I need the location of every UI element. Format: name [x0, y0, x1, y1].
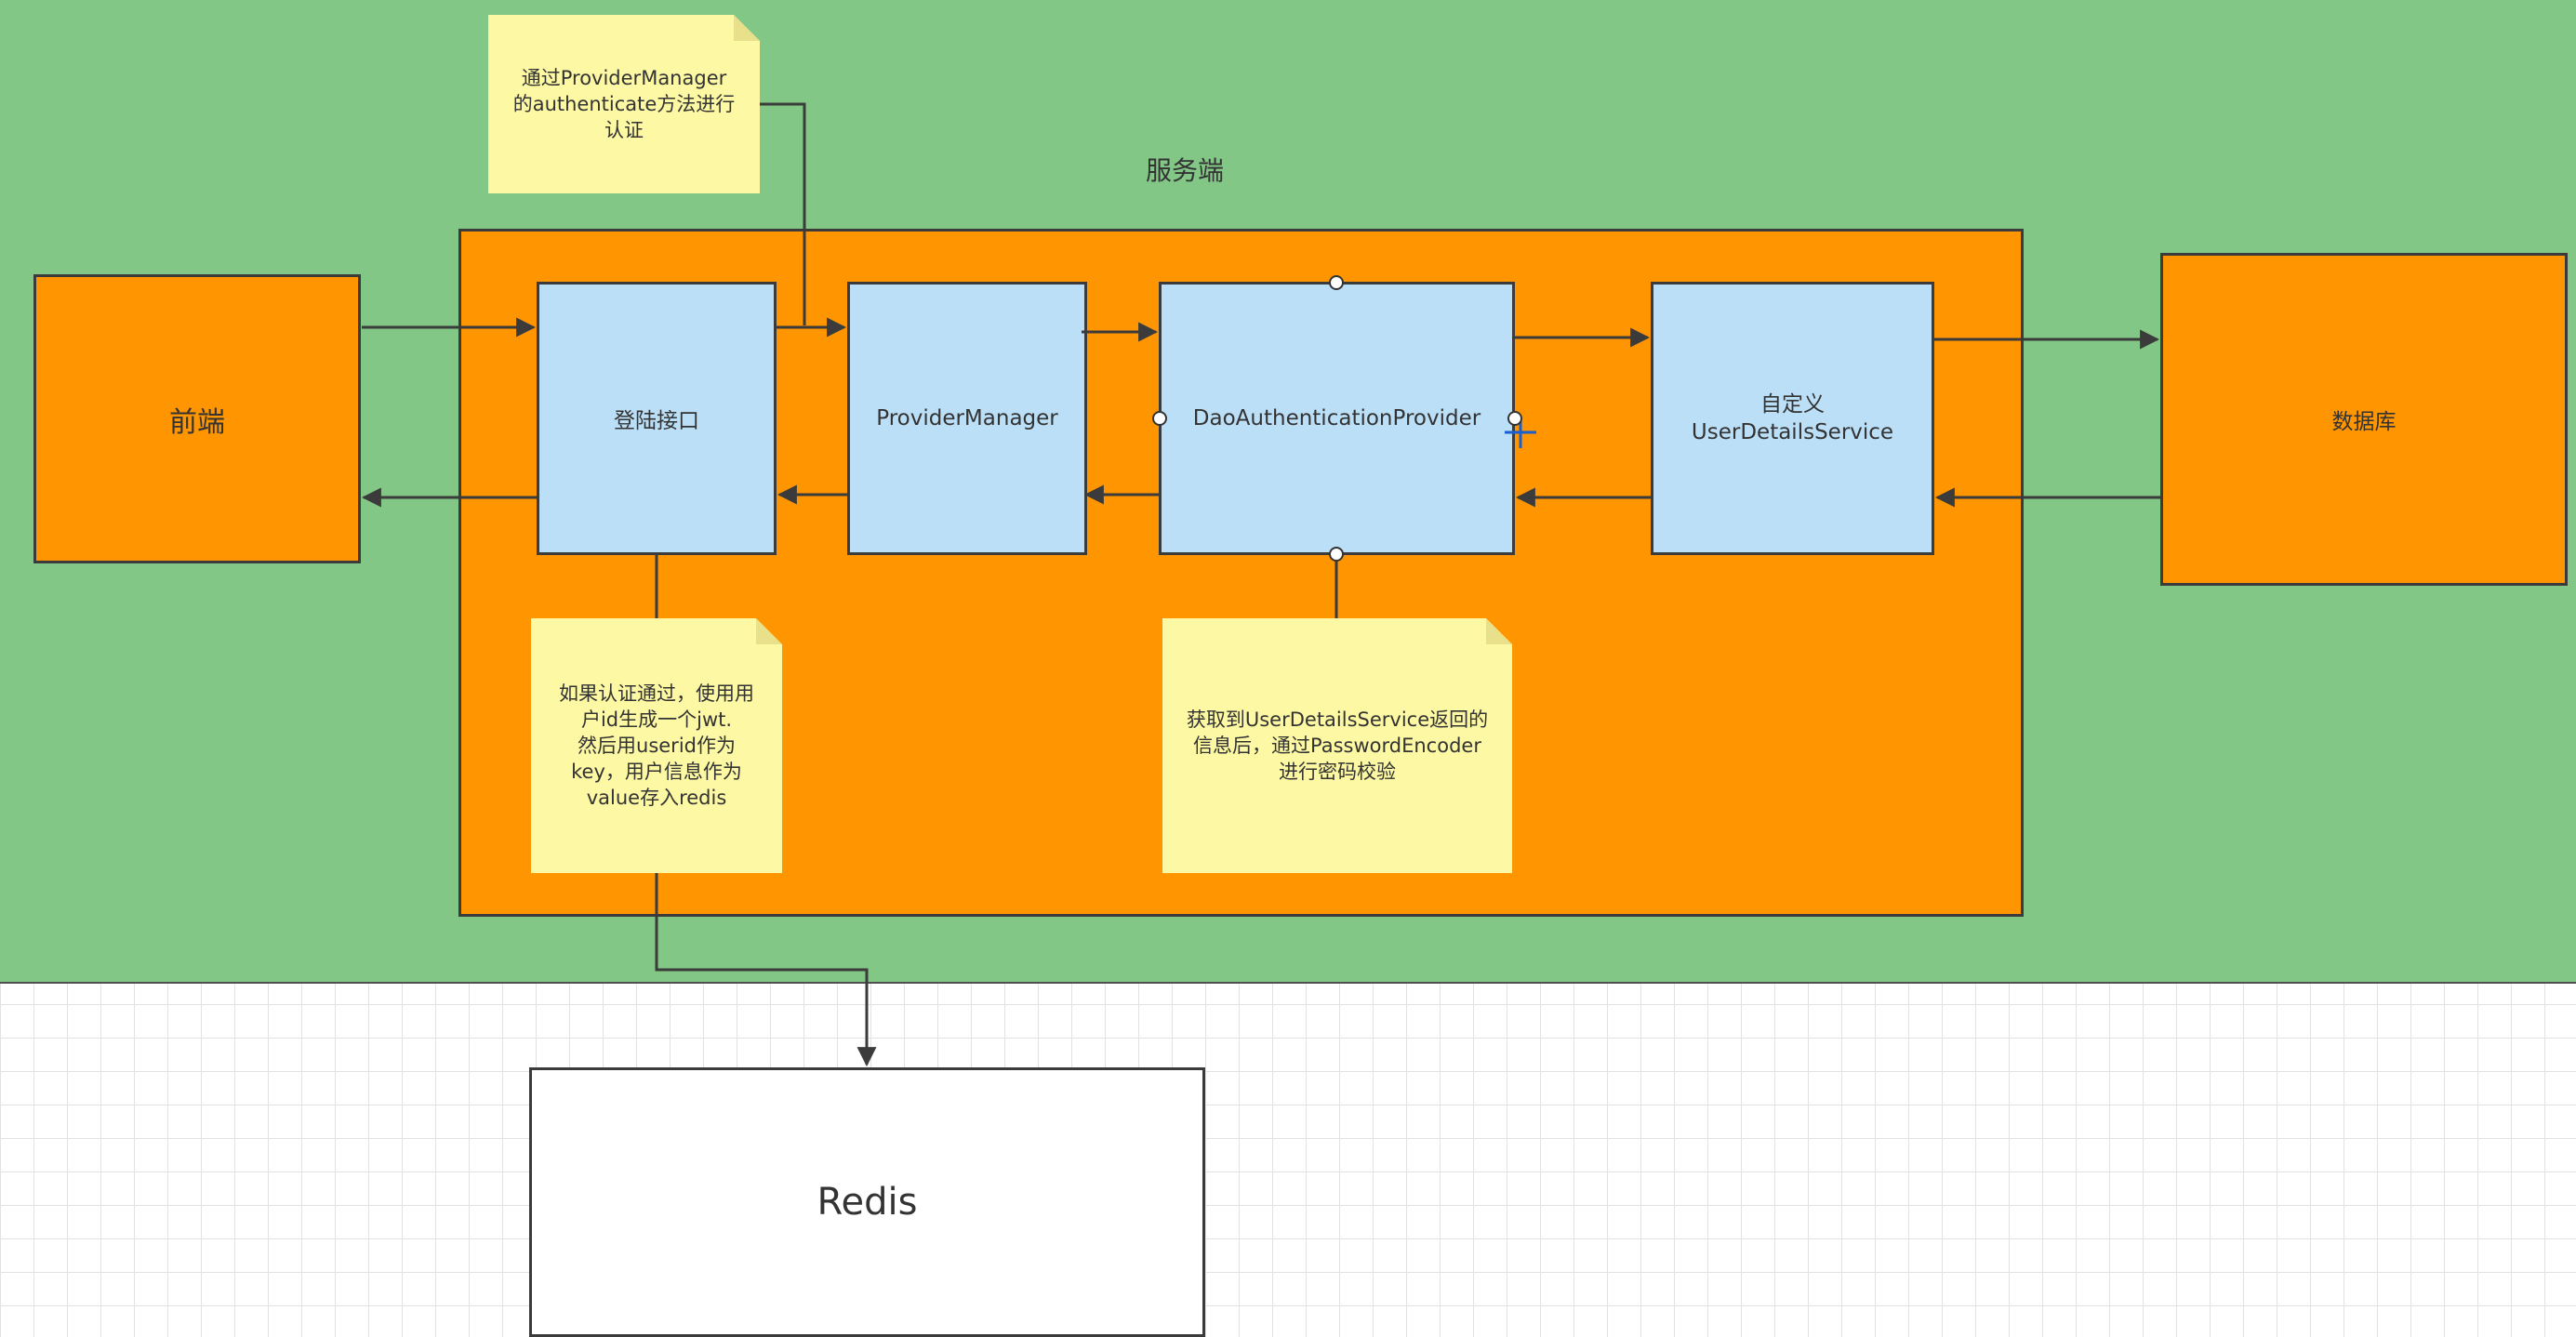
login-note-text: 如果认证通过，使用用 户id生成一个jwt. 然后用userid作为 key，用… — [559, 682, 754, 809]
database-label: 数据库 — [2331, 410, 2397, 434]
redis-box[interactable]: Redis — [529, 1067, 1205, 1337]
user-details-service-label: 自定义 UserDetailsService — [1691, 392, 1894, 444]
redis-label: Redis — [817, 1181, 918, 1224]
connection-handle-right[interactable] — [1507, 411, 1522, 426]
user-details-service-box[interactable]: 自定义 UserDetailsService — [1651, 282, 1934, 555]
frontend-label: 前端 — [169, 405, 225, 439]
dao-authentication-provider-box[interactable]: DaoAuthenticationProvider — [1159, 282, 1515, 555]
login-note[interactable]: 如果认证通过，使用用 户id生成一个jwt. 然后用userid作为 key，用… — [531, 618, 782, 873]
connection-handle-top[interactable] — [1329, 275, 1344, 290]
frontend-box[interactable]: 前端 — [33, 274, 361, 563]
connection-handle-left[interactable] — [1152, 411, 1167, 426]
provider-manager-note[interactable]: 通过ProviderManager 的authenticate方法进行 认证 — [488, 15, 760, 193]
note-connector-provider-manager — [760, 102, 806, 325]
provider-manager-box[interactable]: ProviderManager — [847, 282, 1087, 555]
dao-authentication-provider-label: DaoAuthenticationProvider — [1192, 406, 1481, 430]
dao-note[interactable]: 获取到UserDetailsService返回的 信息后，通过PasswordE… — [1162, 618, 1512, 873]
connection-handle-bottom[interactable] — [1329, 547, 1344, 562]
server-title: 服务端 — [1146, 155, 1225, 186]
login-endpoint-label: 登陆接口 — [614, 409, 699, 433]
provider-manager-note-text: 通过ProviderManager 的authenticate方法进行 认证 — [512, 67, 736, 141]
database-box[interactable]: 数据库 — [2160, 253, 2568, 586]
arrow-login-note-to-redis — [655, 873, 877, 1067]
dao-note-text: 获取到UserDetailsService返回的 信息后，通过PasswordE… — [1186, 708, 1489, 783]
provider-manager-label: ProviderManager — [876, 406, 1058, 430]
login-endpoint-box[interactable]: 登陆接口 — [537, 282, 777, 555]
